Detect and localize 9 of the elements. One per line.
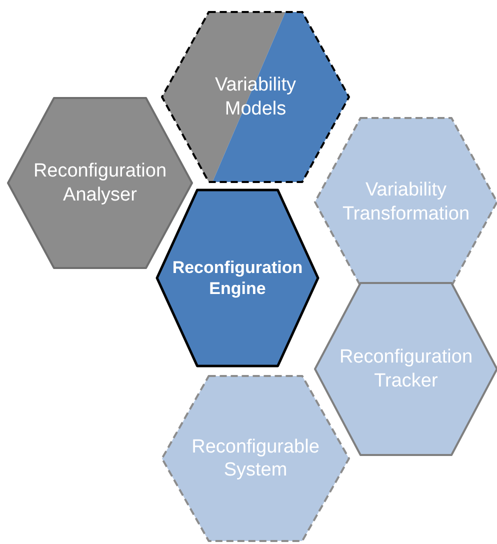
node-label: Reconfigurable System xyxy=(190,434,320,482)
node-label: Reconfiguration Engine xyxy=(171,256,304,300)
node-label: Reconfiguration Tracker xyxy=(338,345,474,393)
node-label: Reconfiguration Analyser xyxy=(32,159,168,207)
node-label: Variability Transformation xyxy=(341,178,471,226)
node-label: Variability Models xyxy=(214,73,297,121)
hexagon-tile xyxy=(157,190,318,366)
hexagon-tile xyxy=(315,118,497,286)
hexagon-tile xyxy=(162,376,349,541)
